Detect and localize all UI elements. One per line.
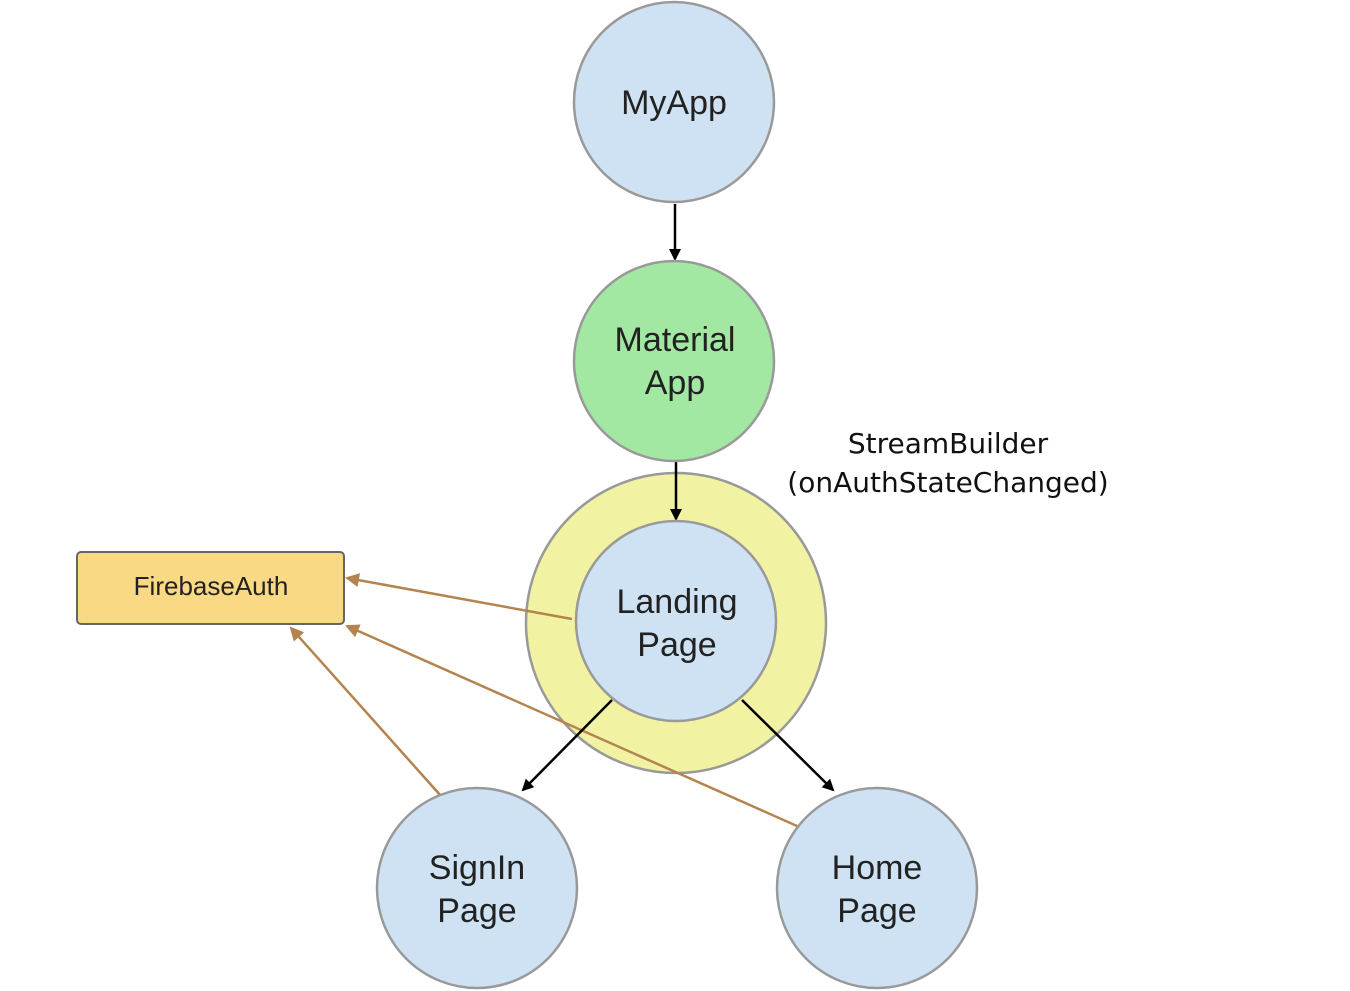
edge-home-to-firebaseauth bbox=[345, 624, 798, 828]
node-landing-page-label-line2: Page bbox=[637, 626, 716, 664]
edge-signin-to-firebaseauth bbox=[289, 626, 442, 797]
node-signin-page-label-line2: Page bbox=[437, 892, 516, 930]
node-home-page-label-line1: Home bbox=[832, 849, 923, 887]
node-signin-page: SignIn Page bbox=[375, 786, 579, 990]
node-myapp: MyApp bbox=[572, 0, 776, 204]
stream-builder-label-line2: (onAuthStateChanged) bbox=[787, 466, 1108, 499]
node-signin-page-label-line1: SignIn bbox=[429, 849, 525, 887]
node-home-page-label-line2: Page bbox=[837, 892, 916, 930]
stream-builder-label-line1: StreamBuilder bbox=[848, 427, 1049, 460]
node-myapp-label: MyApp bbox=[621, 84, 727, 122]
node-material-app-label-line2: App bbox=[645, 364, 706, 402]
node-landing-page: Landing Page bbox=[574, 519, 778, 723]
node-material-app-label-line1: Material bbox=[615, 321, 736, 359]
edge-landingpage-to-homepage bbox=[741, 699, 835, 792]
firebaseauth-label: FirebaseAuth bbox=[134, 571, 289, 601]
node-home-page: Home Page bbox=[775, 786, 979, 990]
firebaseauth-box bbox=[76, 551, 345, 625]
edge-landing-to-firebaseauth bbox=[345, 573, 573, 621]
edge-landingpage-to-signinpage bbox=[521, 699, 613, 792]
node-landing-page-label-line1: Landing bbox=[616, 583, 737, 621]
node-material-app: Material App bbox=[572, 259, 776, 463]
